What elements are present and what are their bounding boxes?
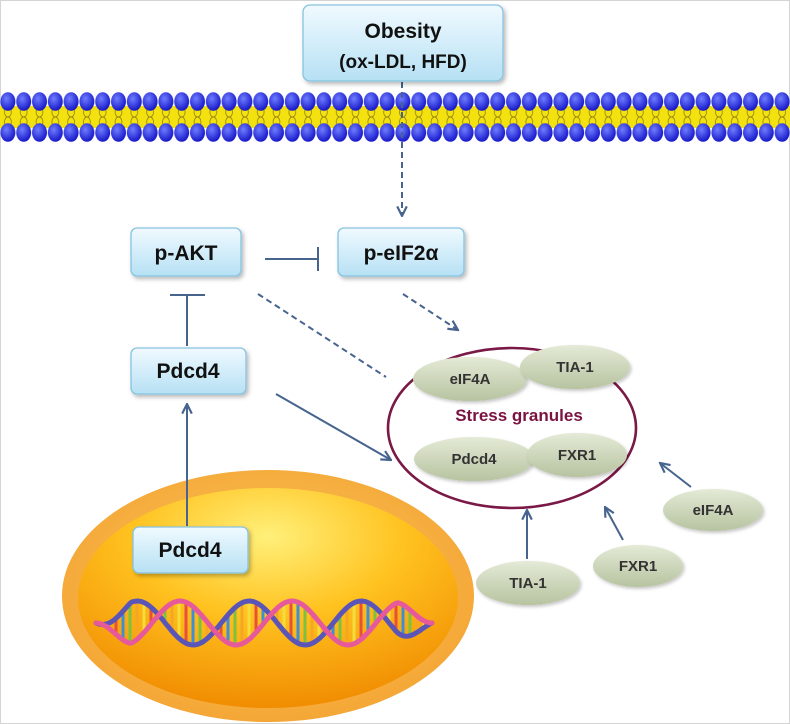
pdcd4-nucleus-label: Pdcd4 (158, 539, 221, 562)
pdcd4-nucleus-box (132, 526, 249, 574)
free-protein-tia1-label: TIA-1 (509, 575, 547, 592)
obesity-box (302, 4, 504, 82)
free-protein-fxr1 (593, 545, 683, 587)
free-proteins: eIF4A FXR1 TIA-1 (476, 489, 763, 605)
nucleus (62, 470, 474, 722)
arrow-eif4a-to-stress-granules (660, 463, 692, 488)
pdcd4-cytoplasm-box (130, 347, 247, 395)
pdcd4-cytoplasm-label: Pdcd4 (156, 360, 219, 383)
free-protein-fxr1-label: FXR1 (619, 558, 657, 575)
dashed-link-p-akt-to-stress-granules (257, 293, 387, 378)
dna-strand-blue (93, 598, 435, 648)
arrow-pdcd4-to-stress-granules (275, 393, 391, 460)
free-protein-eif4a-label: eIF4A (693, 502, 734, 519)
obesity-subtitle: (ox-LDL, HFD) (339, 52, 467, 73)
pdcd4-nucleus-node: Pdcd4 (132, 526, 249, 574)
dna-double-helix (93, 598, 435, 648)
obesity-node: Obesity (ox-LDL, HFD) (302, 4, 504, 82)
p-eif2a-node: p-eIF2α (337, 227, 465, 277)
free-protein-tia1 (476, 561, 580, 605)
p-akt-node: p-AKT (130, 227, 242, 277)
p-akt-label: p-AKT (155, 242, 218, 265)
granule-protein-fxr1 (527, 433, 627, 477)
arrow-fxr1-to-stress-granules (605, 507, 624, 541)
p-eif2a-label: p-eIF2α (364, 242, 439, 265)
stress-granule: eIF4A TIA-1 Stress granules Pdcd4 FXR1 (386, 345, 638, 510)
arrow-p-eif2a-to-stress-granules (402, 293, 458, 330)
granule-protein-tia1 (520, 345, 630, 389)
granule-protein-eif4a (413, 357, 527, 401)
p-eif2a-box (337, 227, 465, 277)
stress-granules-label: Stress granules (455, 406, 583, 425)
p-akt-box (130, 227, 242, 277)
obesity-title: Obesity (364, 20, 441, 43)
granule-protein-pdcd4 (414, 437, 534, 481)
granule-protein-pdcd4-label: Pdcd4 (451, 451, 497, 468)
granule-protein-fxr1-label: FXR1 (558, 447, 596, 464)
granule-protein-eif4a-label: eIF4A (450, 371, 491, 388)
pdcd4-cytoplasm-node: Pdcd4 (130, 347, 247, 395)
free-protein-eif4a (663, 489, 763, 531)
cell-membrane-lipid-bilayer (0, 92, 790, 142)
dna-strand-pink (93, 598, 435, 648)
nucleus-interior (78, 488, 458, 708)
granule-protein-tia1-label: TIA-1 (556, 359, 594, 376)
